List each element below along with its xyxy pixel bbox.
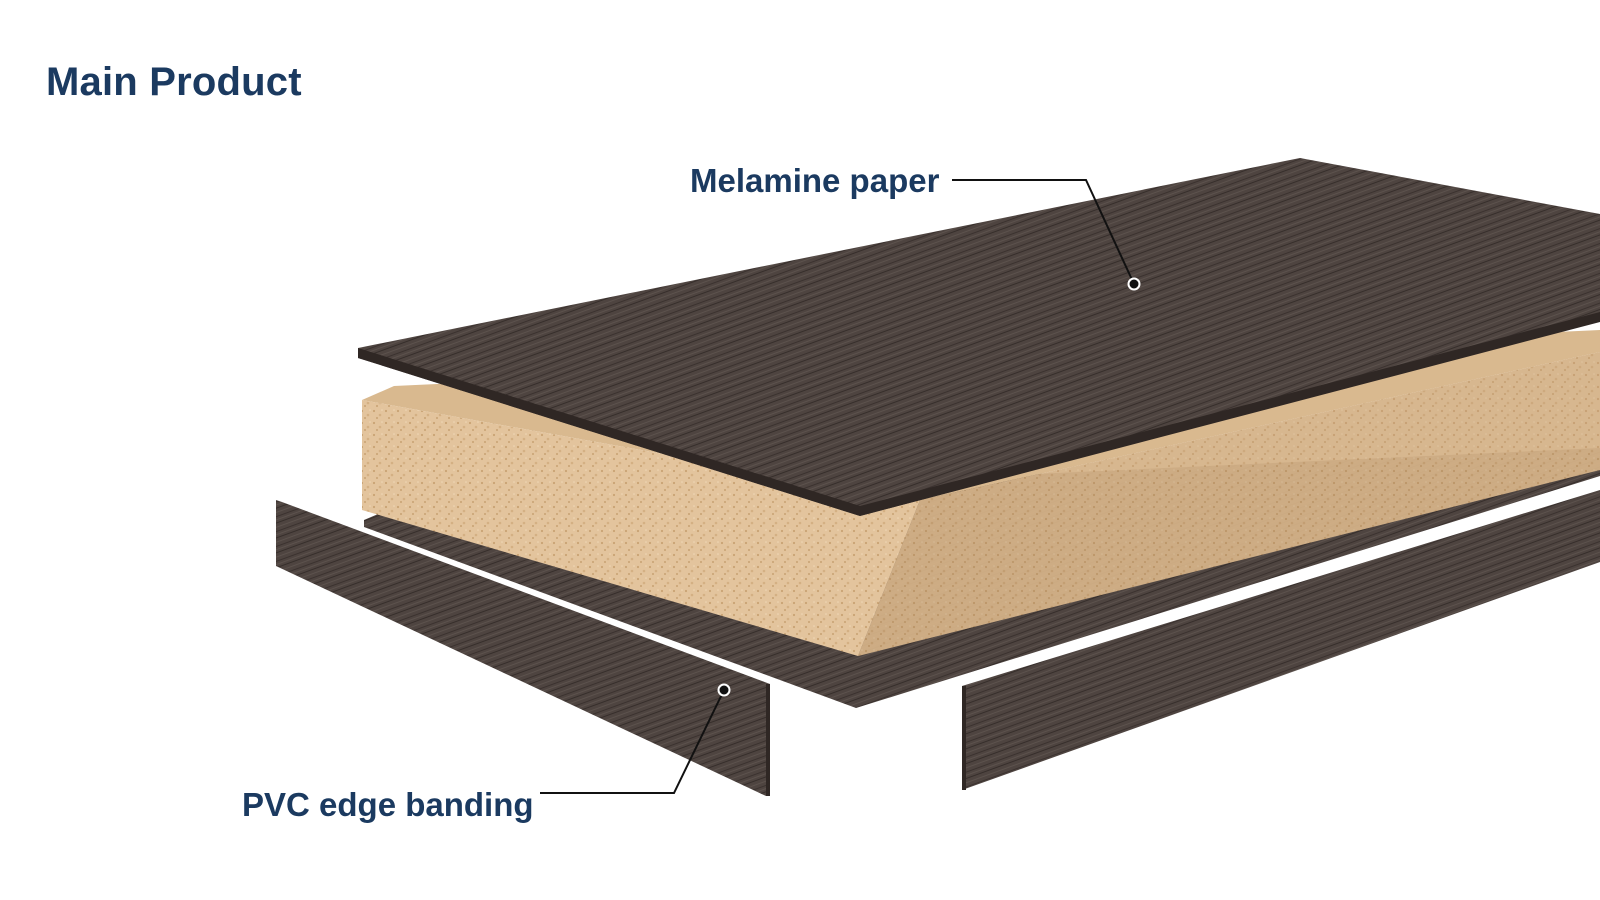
left-edge-banding-strip	[276, 500, 770, 796]
pvc-edge-banding-label: PVC edge banding	[242, 786, 534, 823]
particle-board-shade	[858, 352, 1600, 656]
right-edge-banding-strip	[962, 490, 1600, 790]
particle-board-right	[858, 352, 1600, 656]
melamine-paper-marker	[1127, 277, 1141, 291]
right-edge-banding-thickness	[962, 686, 966, 790]
particle-board-front	[362, 400, 920, 656]
melamine-paper-label: Melamine paper	[690, 162, 940, 199]
pvc-edge-banding-marker	[717, 683, 731, 697]
left-edge-banding-thickness	[766, 684, 770, 796]
melamine-paper-sheet	[358, 158, 1600, 516]
melamine-paper-leader-line	[952, 179, 1135, 285]
melamine-paper-edge	[358, 312, 1600, 516]
pvc-edge-banding-leader-line	[540, 689, 725, 794]
page-title: Main Product	[46, 60, 302, 104]
